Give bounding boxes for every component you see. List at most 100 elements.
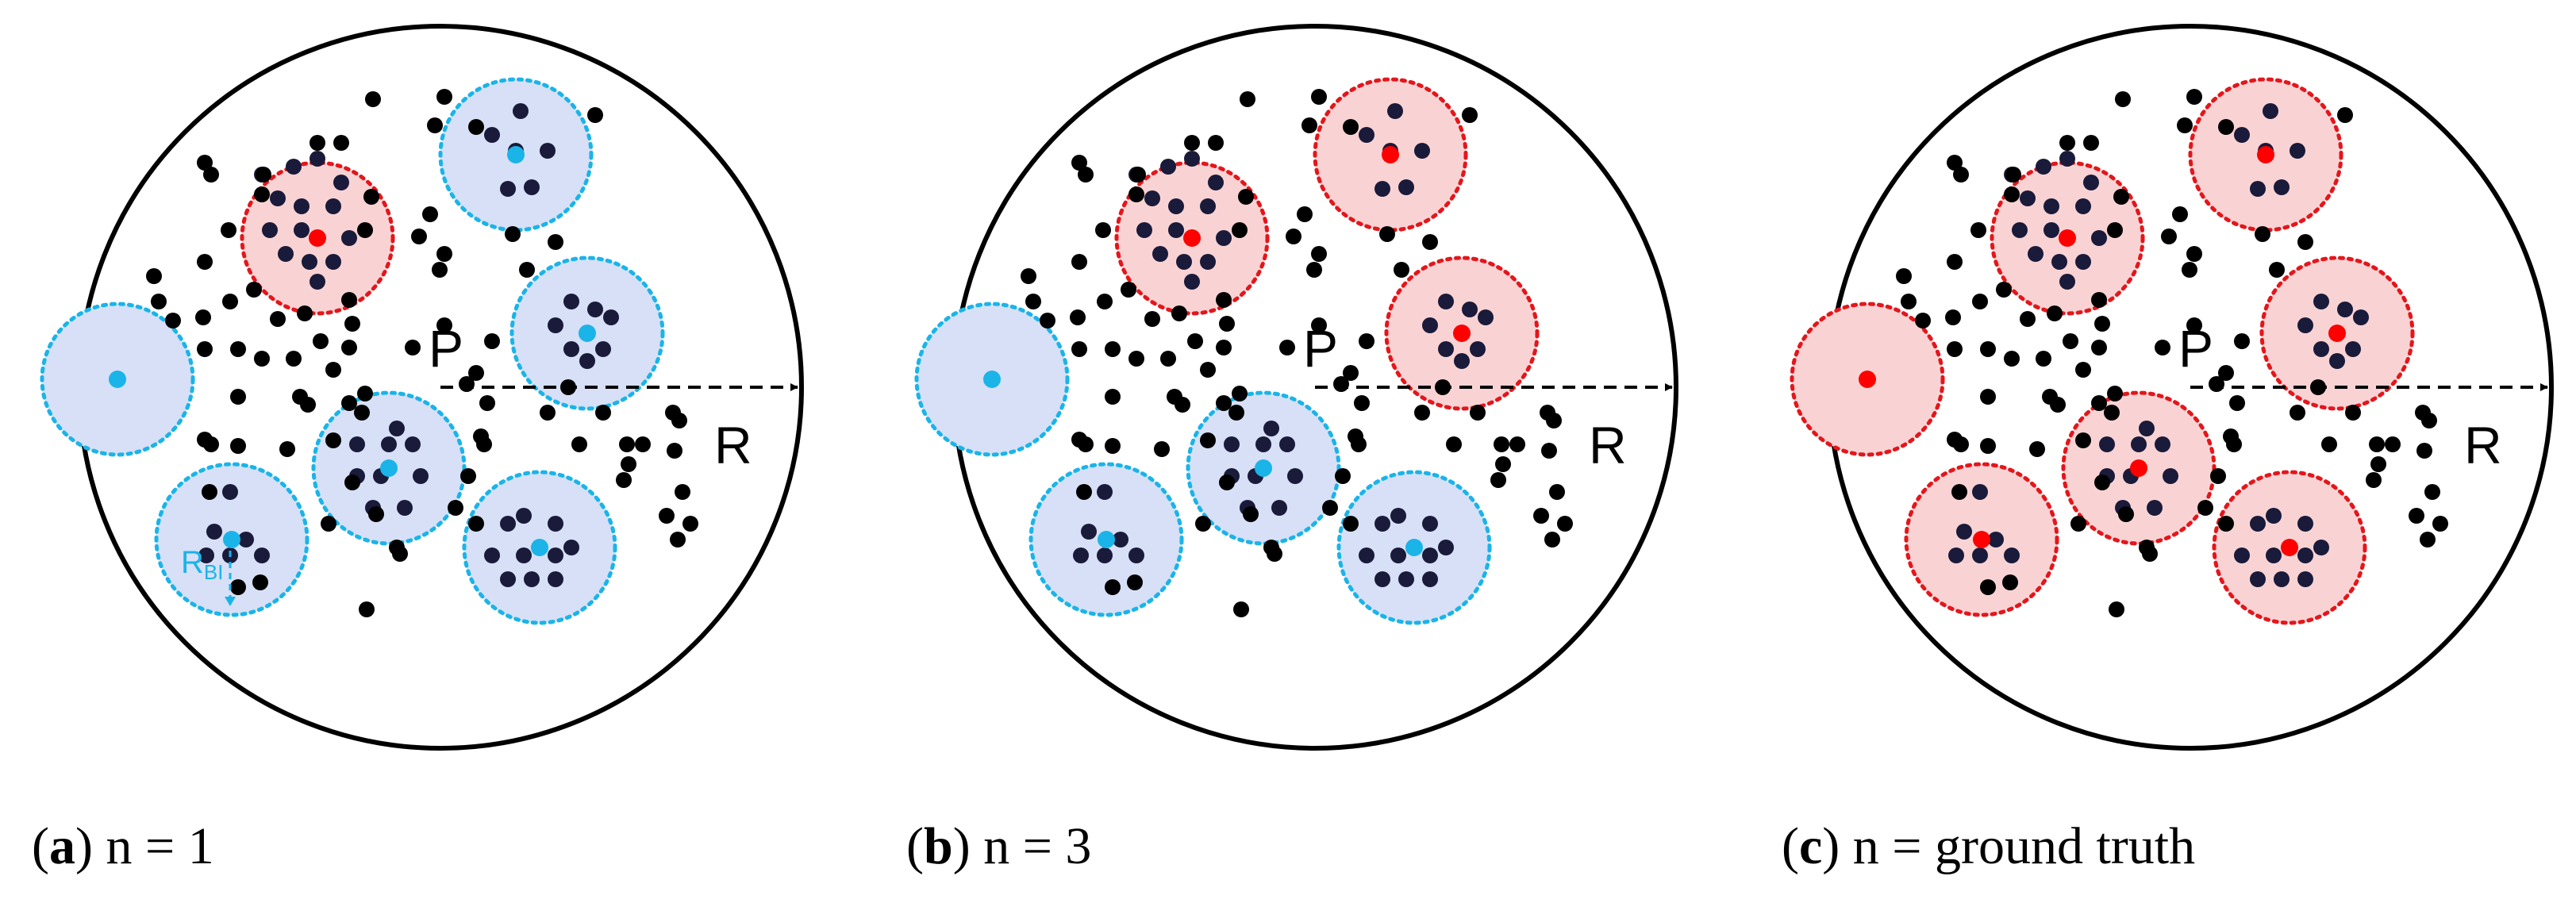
cluster-center bbox=[2257, 146, 2274, 163]
data-point bbox=[1446, 436, 1462, 452]
data-point bbox=[2255, 226, 2270, 242]
data-point bbox=[1470, 405, 1486, 421]
cluster-point bbox=[2337, 302, 2353, 317]
data-point bbox=[1071, 155, 1087, 171]
cluster-point bbox=[524, 571, 540, 587]
cluster-point bbox=[2345, 341, 2361, 357]
cluster-point bbox=[2297, 547, 2313, 563]
cluster-point bbox=[1359, 127, 1375, 143]
cluster-point bbox=[381, 436, 397, 452]
cluster-point bbox=[2234, 547, 2250, 563]
data-point bbox=[2369, 436, 2385, 452]
data-point bbox=[2290, 405, 2305, 421]
data-point bbox=[2070, 516, 2086, 532]
cluster-point bbox=[2234, 127, 2250, 143]
cluster-point bbox=[2012, 222, 2028, 238]
data-point bbox=[270, 311, 286, 327]
data-point bbox=[1267, 546, 1282, 562]
data-point bbox=[197, 155, 213, 171]
data-point bbox=[325, 362, 341, 378]
cluster-point bbox=[1097, 547, 1113, 563]
data-point bbox=[548, 234, 563, 250]
data-point bbox=[1105, 579, 1121, 595]
cluster-point bbox=[1255, 436, 1271, 452]
cluster-point bbox=[1956, 524, 1972, 540]
data-point bbox=[230, 579, 246, 595]
panel-c: P R (c) n = ground truth bbox=[1782, 24, 2554, 875]
data-point bbox=[1070, 309, 1086, 325]
cluster-point bbox=[2329, 353, 2345, 369]
data-point bbox=[1333, 376, 1349, 392]
data-point bbox=[2094, 474, 2110, 490]
cluster-point bbox=[1398, 179, 1414, 195]
data-point bbox=[2109, 601, 2124, 617]
data-point bbox=[2186, 246, 2202, 262]
data-point bbox=[2297, 234, 2313, 250]
data-point bbox=[2091, 340, 2107, 355]
cluster-point bbox=[548, 516, 563, 532]
data-point bbox=[2197, 500, 2213, 516]
cluster-point bbox=[198, 547, 214, 563]
cluster-point bbox=[1375, 571, 1390, 587]
data-point bbox=[1533, 508, 1549, 524]
data-point bbox=[2091, 395, 2107, 411]
data-point bbox=[1509, 436, 1525, 452]
data-point bbox=[671, 413, 687, 428]
cluster-point bbox=[1287, 468, 1303, 484]
cluster-point bbox=[563, 294, 579, 309]
data-point bbox=[1970, 222, 1986, 238]
cluster-center bbox=[109, 371, 126, 388]
data-point bbox=[195, 309, 211, 325]
caption-letter: b bbox=[924, 817, 953, 875]
cluster-point bbox=[294, 198, 310, 214]
cluster-point bbox=[548, 547, 563, 563]
data-point bbox=[436, 246, 452, 262]
data-point bbox=[621, 456, 636, 472]
cluster-point bbox=[2313, 294, 2329, 309]
cluster-point bbox=[1948, 547, 1964, 563]
data-point bbox=[2229, 395, 2245, 411]
point-cloud bbox=[1021, 89, 1573, 617]
data-point bbox=[682, 516, 698, 532]
data-point bbox=[1379, 226, 1395, 242]
cluster-center bbox=[2281, 539, 2298, 556]
data-point bbox=[313, 333, 329, 349]
cluster-point bbox=[405, 436, 421, 452]
cluster-point bbox=[2028, 246, 2043, 262]
cluster-point bbox=[2147, 500, 2163, 516]
cluster-point bbox=[2099, 436, 2115, 452]
data-point bbox=[1544, 532, 1560, 547]
cluster-point bbox=[563, 540, 579, 555]
cluster-point bbox=[1263, 421, 1279, 436]
inner-radius-subscript: BI bbox=[204, 560, 224, 584]
data-point bbox=[2050, 397, 2066, 413]
cluster-point bbox=[262, 222, 278, 238]
data-point bbox=[659, 508, 675, 524]
cluster-center bbox=[983, 371, 1001, 388]
data-point bbox=[1078, 436, 1094, 452]
data-point bbox=[392, 546, 408, 562]
cluster-point bbox=[2266, 547, 2282, 563]
cluster-center bbox=[1255, 459, 1272, 477]
data-point bbox=[341, 340, 357, 355]
data-point bbox=[256, 167, 271, 182]
cluster-point bbox=[2250, 516, 2266, 532]
data-point bbox=[359, 601, 375, 617]
data-point bbox=[1105, 438, 1121, 454]
data-point bbox=[1105, 341, 1121, 357]
data-point bbox=[197, 254, 213, 270]
data-point bbox=[300, 397, 316, 413]
cluster-point bbox=[1200, 254, 1216, 270]
cluster-point bbox=[2274, 179, 2290, 195]
data-point bbox=[571, 436, 587, 452]
data-point bbox=[1494, 436, 1509, 452]
data-point bbox=[2234, 333, 2250, 349]
data-point bbox=[1184, 135, 1200, 151]
caption: (b) n = 3 bbox=[906, 817, 1091, 875]
data-point bbox=[1216, 340, 1232, 355]
data-point bbox=[2059, 135, 2075, 151]
data-point bbox=[1228, 405, 1244, 421]
data-point bbox=[1021, 268, 1036, 284]
data-point bbox=[321, 516, 336, 532]
cluster-point bbox=[548, 571, 563, 587]
